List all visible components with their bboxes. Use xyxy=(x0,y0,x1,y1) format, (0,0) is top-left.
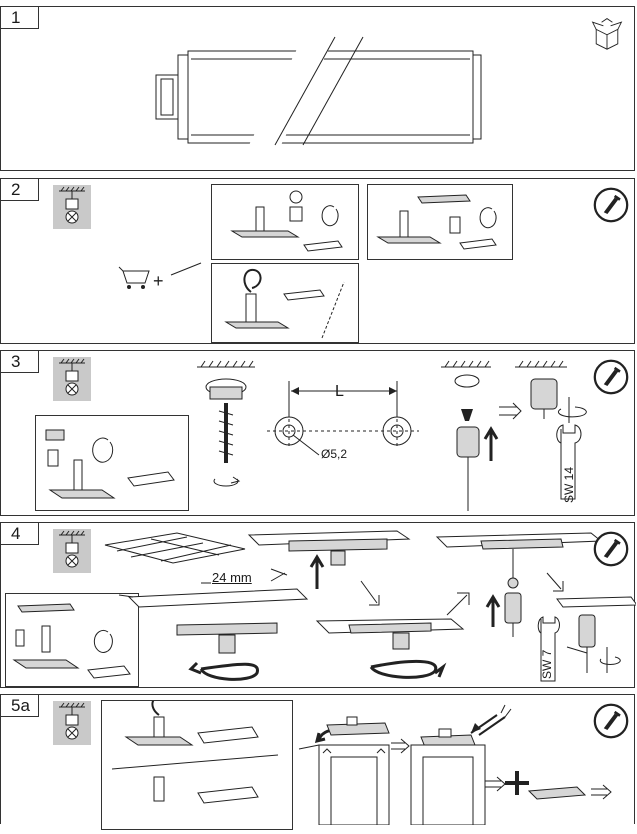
kit-box-step4 xyxy=(5,593,139,687)
luminaire-side-view xyxy=(155,36,482,157)
hole-diameter-label: Ø5,2 xyxy=(321,447,348,461)
kit-box-step5a xyxy=(101,695,293,830)
step-5a-panel: 5a xyxy=(0,694,635,830)
step-1-number: 1 xyxy=(1,7,39,29)
step-2-panel: 2 xyxy=(0,178,635,344)
wrench-size-label-7: SW 7 xyxy=(540,649,554,679)
box-unpack-icon xyxy=(591,18,623,50)
step-3-panel: 3 xyxy=(0,350,635,516)
ceiling-grid-installation-diagram xyxy=(104,530,636,682)
kit-box-b xyxy=(367,184,513,260)
kit-box-step3 xyxy=(35,415,189,511)
ceiling-mount-icon xyxy=(53,185,91,229)
ceiling-drilling-diagram xyxy=(197,360,587,511)
ceiling-mount-icon xyxy=(53,529,91,573)
screwdriver-tool-icon xyxy=(593,359,629,395)
screwdriver-tool-icon xyxy=(593,531,629,567)
step-1-panel: 1 xyxy=(0,6,635,171)
ceiling-mount-icon xyxy=(53,357,91,401)
step-5a-number: 5a xyxy=(1,695,39,717)
wrench-size-label-14: SW 14 xyxy=(562,466,576,503)
ceiling-mount-icon xyxy=(53,701,91,745)
distance-label: L xyxy=(335,383,344,400)
step-3-number: 3 xyxy=(1,351,39,373)
step-4-number: 4 xyxy=(1,523,39,545)
fixture-fitting-diagram xyxy=(298,704,612,825)
step-4-panel: 4 xyxy=(0,522,636,688)
screwdriver-tool-icon xyxy=(593,703,629,739)
svg-text:+: + xyxy=(153,271,164,291)
ceiling-gap-label: 24 mm xyxy=(212,570,252,585)
cart-add-icon: + xyxy=(118,262,202,291)
step-2-number: 2 xyxy=(1,179,39,201)
kit-box-a xyxy=(211,184,359,260)
screwdriver-tool-icon xyxy=(593,187,629,223)
kit-box-c xyxy=(211,263,359,343)
